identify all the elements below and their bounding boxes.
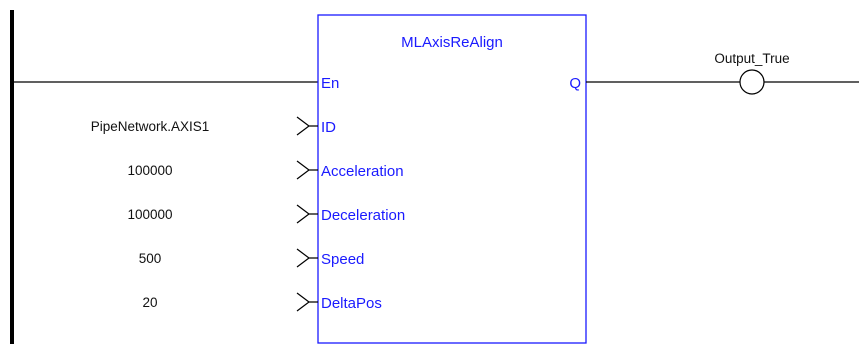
input-pin-label-deltapos: DeltaPos — [321, 295, 382, 312]
left-power-rail — [10, 10, 14, 344]
output-pin-label-q: Q — [569, 75, 581, 92]
coil-variable-label[interactable]: Output_True — [714, 51, 789, 66]
input-pin-deltapos: 20 DeltaPos — [142, 292, 382, 312]
input-connector-speed — [296, 248, 318, 268]
input-connector-deltapos — [296, 292, 318, 312]
input-pin-label-en: En — [321, 75, 339, 92]
input-pin-label-deceleration: Deceleration — [321, 207, 405, 224]
input-variable-acceleration[interactable]: 100000 — [127, 163, 172, 178]
input-pin-speed: 500 Speed — [139, 248, 364, 268]
input-connector-deceleration — [296, 204, 318, 224]
function-block-title: MLAxisReAlign — [401, 34, 503, 51]
input-pin-label-speed: Speed — [321, 251, 364, 268]
input-pin-id: PipeNetwork.AXIS1 ID — [91, 116, 336, 136]
input-pin-label-acceleration: Acceleration — [321, 163, 404, 180]
input-variable-id[interactable]: PipeNetwork.AXIS1 — [91, 119, 210, 134]
input-variable-deltapos[interactable]: 20 — [142, 295, 157, 310]
coil-icon — [739, 69, 765, 95]
input-connector-acceleration — [296, 160, 318, 180]
input-pin-deceleration: 100000 Deceleration — [127, 204, 405, 224]
input-variable-speed[interactable]: 500 — [139, 251, 162, 266]
input-pin-label-id: ID — [321, 119, 336, 136]
input-connector-id — [296, 116, 318, 136]
function-block[interactable] — [317, 14, 587, 344]
input-pin-en: En — [321, 75, 339, 92]
input-variable-deceleration[interactable]: 100000 — [127, 207, 172, 222]
output-coil[interactable]: Output_True — [714, 51, 790, 95]
input-pin-acceleration: 100000 Acceleration — [127, 160, 404, 180]
